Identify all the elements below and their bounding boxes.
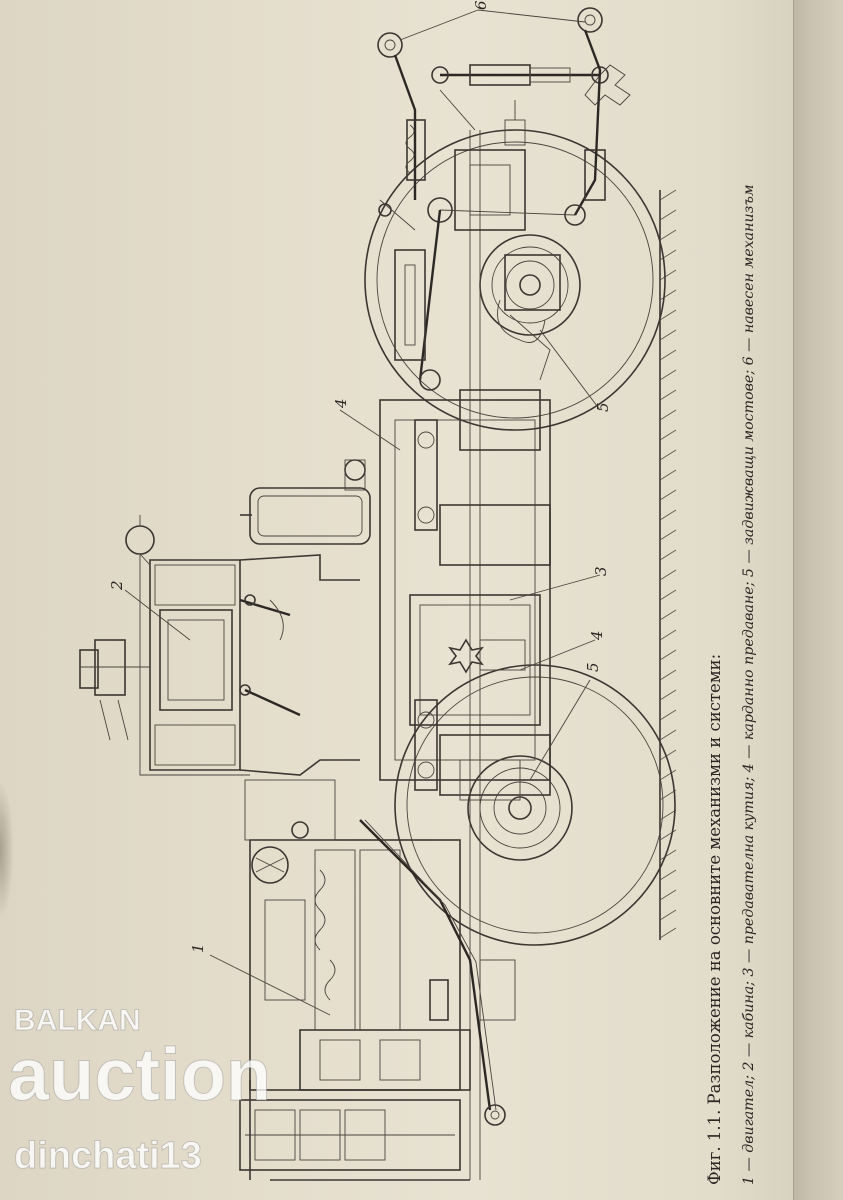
- engine: [244, 779, 471, 1091]
- label-cardan-lower: 4: [588, 630, 606, 641]
- fuel-tank: [240, 459, 371, 545]
- ground-line: [659, 189, 677, 940]
- label-cab: 2: [108, 580, 126, 591]
- figure-caption-legend: 1 — двигател; 2 — кабина; 3 — предавател…: [741, 184, 757, 1185]
- roof-beacon: [79, 639, 150, 741]
- label-hitch: 6: [472, 0, 490, 10]
- label-axle-front: 5: [584, 662, 602, 672]
- label-axle-rear: 5: [594, 402, 612, 412]
- cardan-shafts: [414, 419, 526, 791]
- watermark-balkan: BALKAN: [14, 1004, 141, 1037]
- cab: [139, 554, 360, 776]
- front-rods: [359, 819, 506, 1126]
- rear-hitch: [377, 7, 631, 391]
- watermark: BALKAN auction dinchati13: [8, 1004, 272, 1178]
- page-edge: [793, 0, 843, 1200]
- label-cardan-upper: 4: [332, 398, 350, 409]
- watermark-auction: auction: [8, 1033, 271, 1116]
- front-bumper: [239, 959, 516, 1181]
- watermark-user: dinchati13: [14, 1135, 202, 1177]
- finger-shadow: [0, 780, 14, 920]
- leader-lines: [124, 9, 601, 1016]
- chassis-frame: [379, 130, 551, 1180]
- cab-lamp: [125, 515, 155, 566]
- tractor-drawing: [79, 7, 677, 1181]
- rear-axle-housing: [497, 254, 561, 381]
- label-gearbox: 3: [592, 566, 610, 576]
- figure-caption-title: Фиг. 1.1. Разположение на основните меха…: [705, 654, 724, 1185]
- label-engine: 1: [189, 943, 207, 953]
- rear-wheel: [364, 129, 666, 431]
